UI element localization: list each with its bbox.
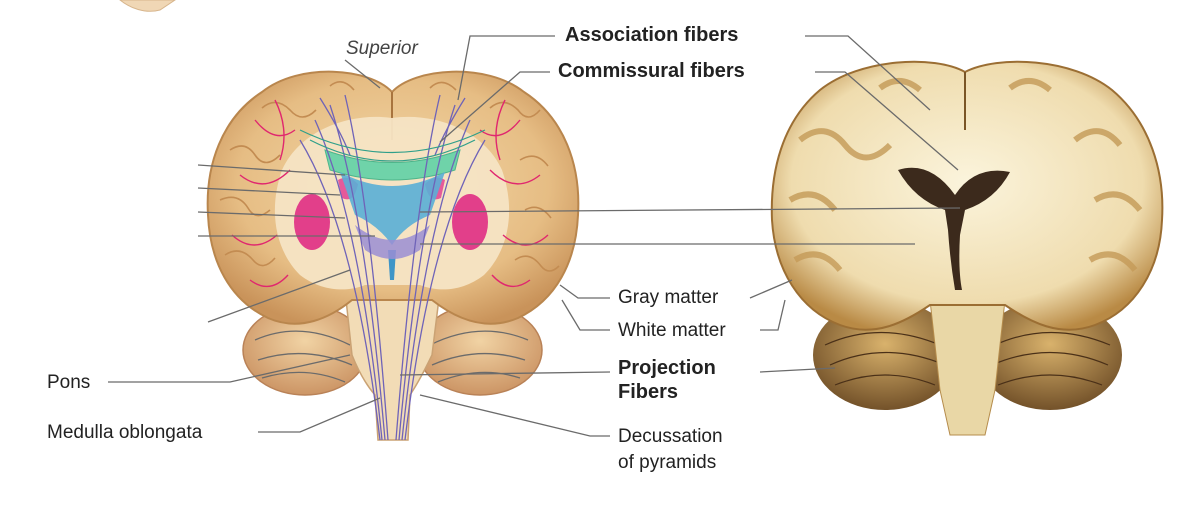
decussation-label-line1: Decussation: [618, 426, 723, 447]
superior-label: Superior: [346, 38, 418, 59]
illustrated-brain: [206, 70, 580, 441]
pons-label: Pons: [47, 372, 91, 393]
medulla-oblongata-label: Medulla oblongata: [47, 422, 203, 443]
brainstem: [344, 281, 441, 441]
basal-nucleus-right: [452, 194, 488, 250]
lateral-ventricles: [340, 172, 445, 245]
photo-ventricles: [898, 167, 1010, 290]
projection-fibers-label-line1: Projection: [618, 357, 716, 379]
photo-brain: [770, 60, 1164, 436]
projection-fibers-label-line2: Fibers: [618, 381, 679, 403]
leader-lines: [108, 35, 961, 437]
white-matter-label: White matter: [618, 320, 726, 341]
basal-nucleus-left: [294, 194, 330, 250]
commissural-fibers-label: Commissural fibers: [558, 60, 745, 82]
gray-matter-label: Gray matter: [618, 287, 719, 308]
association-fibers-label: Association fibers: [565, 24, 739, 46]
decussation-label-line2: of pyramids: [618, 452, 717, 473]
orientation-fragment: [119, 0, 176, 12]
thalamus: [355, 225, 430, 259]
photo-brainstem: [929, 299, 1006, 436]
